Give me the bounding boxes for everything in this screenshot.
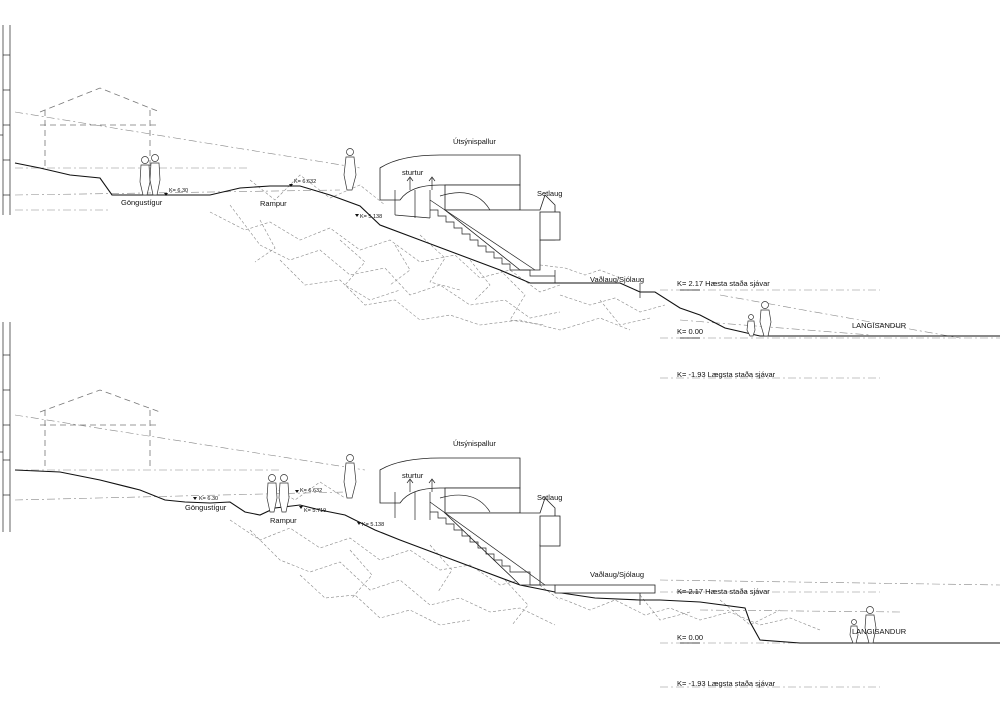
- level-haesta: K= 2.17 Hæsta staða sjávar: [677, 279, 770, 288]
- observation-structure: [379, 154, 641, 298]
- person-figure: [266, 474, 278, 513]
- label-rampur: Rampur: [270, 516, 297, 525]
- section-top: Útsýnispallur sturtur Setlaug Vaðlaug/Sj…: [0, 25, 1000, 379]
- people-figures: [266, 454, 877, 644]
- person-figure: [759, 301, 772, 337]
- level-laegsta: K= -1.93 Lægsta staða sjávar: [677, 370, 776, 379]
- child-figure: [746, 314, 756, 337]
- label-vadlaug: Vaðlaug/Sjólaug: [590, 570, 644, 579]
- label-langisandur: LANGISANDUR: [852, 627, 907, 636]
- level-k5138: K= 5.138: [362, 522, 384, 528]
- background-house: [39, 87, 161, 168]
- label-sturtur: sturtur: [402, 471, 424, 480]
- level-k6632: K= 6.632: [300, 488, 322, 494]
- background-lines: [14, 111, 1000, 379]
- people-figures: [139, 148, 772, 337]
- level-zero: K= 0.00: [677, 633, 703, 642]
- level-k5719: K= 5.719: [304, 508, 326, 514]
- level-k630: K= 6.30: [169, 188, 188, 194]
- child-figure: [849, 619, 859, 644]
- section-bottom: Útsýnispallur sturtur Setlaug Vaðlaug/Sj…: [0, 322, 1000, 688]
- label-utsynispallur: Útsýnispallur: [453, 439, 496, 448]
- level-markers: [164, 184, 700, 339]
- level-laegsta: K= -1.93 Lægsta staða sjávar: [677, 679, 776, 688]
- label-sturtur: sturtur: [402, 168, 424, 177]
- person-figure: [343, 454, 357, 499]
- background-house: [39, 389, 161, 470]
- ground-line: [14, 469, 1000, 644]
- label-rampur: Rampur: [260, 199, 287, 208]
- rock-fill: [209, 174, 666, 331]
- person-figure: [343, 148, 357, 191]
- label-vadlaug: Vaðlaug/Sjólaug: [590, 275, 644, 284]
- left-building-edge: [0, 322, 11, 532]
- label-setlaug: Setlaug: [537, 189, 562, 198]
- label-gongustigur: Göngustígur: [121, 198, 163, 207]
- label-setlaug: Setlaug: [537, 493, 562, 502]
- label-langisandur: LANGISANDUR: [852, 321, 907, 330]
- level-k630: K= 6.30: [199, 496, 218, 502]
- label-utsynispallur: Útsýnispallur: [453, 137, 496, 146]
- level-haesta: K= 2.17 Hæsta staða sjávar: [677, 587, 770, 596]
- person-figure: [278, 474, 290, 513]
- level-zero: K= 0.00: [677, 327, 703, 336]
- left-building-edge: [0, 25, 11, 215]
- person-figure: [149, 154, 161, 196]
- level-markers: [193, 490, 700, 644]
- label-gongustigur: Göngustígur: [185, 503, 227, 512]
- ground-line: [14, 162, 1000, 337]
- person-figure: [139, 156, 151, 196]
- observation-structure: [379, 457, 656, 605]
- level-k5138: K= 5.138: [360, 214, 382, 220]
- rock-fill: [229, 481, 821, 631]
- person-figure: [864, 606, 877, 644]
- level-k6632: K= 6.632: [294, 179, 316, 185]
